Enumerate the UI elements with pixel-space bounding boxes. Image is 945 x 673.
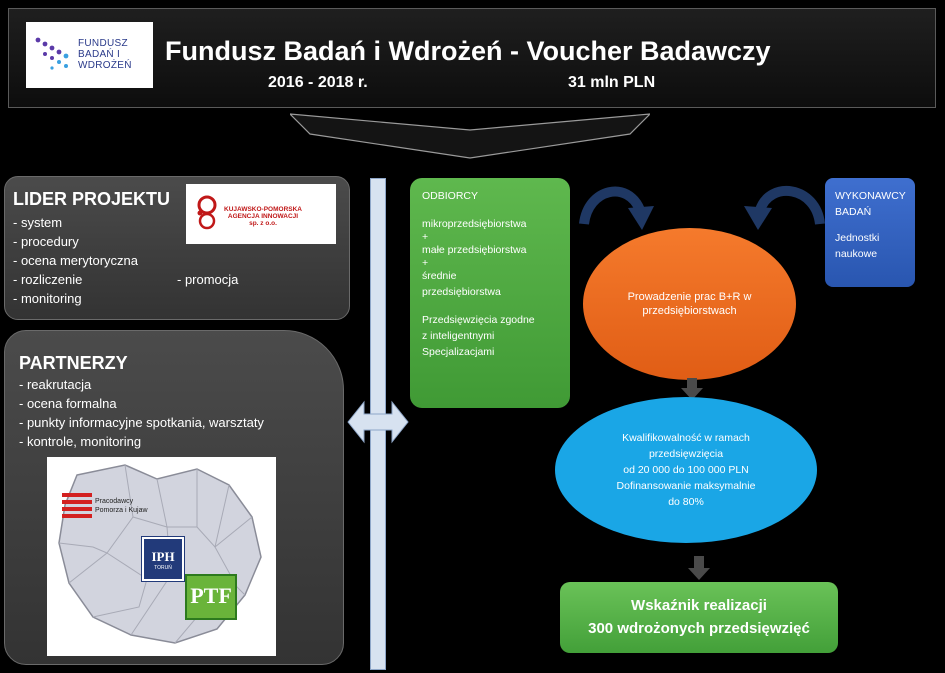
- pracodawcy-flag-icon: [62, 493, 92, 518]
- list-item: - monitoring: [13, 291, 82, 306]
- list-item: - punkty informacyjne spotkania, warszta…: [19, 415, 264, 430]
- indicator-line: 300 wdrożonych przedsięwzięć: [588, 620, 810, 637]
- odbiorcy-line: z inteligentnymi: [422, 330, 495, 342]
- wykonawcy-line: naukowe: [835, 248, 878, 260]
- double-arrow-icon: [347, 400, 409, 444]
- odbiorcy-line: małe przedsiębiorstwa: [422, 244, 527, 256]
- lider-list: - system - procedury - ocena merytoryczn…: [13, 213, 138, 308]
- kpai-logo: KUJAWSKO-POMORSKA AGENCJA INNOWACJI sp. …: [186, 184, 336, 244]
- fbw-logo-text: FUNDUSZ BADAŃ I WDROŻEŃ: [78, 38, 132, 71]
- process-text: Prowadzenie prac B+R w przedsiębiorstwac…: [627, 291, 752, 317]
- wykonawcy-title: BADAŃ: [835, 206, 872, 218]
- odbiorcy-title: ODBIORCY: [422, 190, 479, 202]
- list-item: - kontrole, monitoring: [19, 434, 142, 449]
- curved-arrow-right-icon: [579, 186, 654, 230]
- lider-title: LIDER PROJEKTU: [13, 189, 171, 209]
- list-item: - ocena merytoryczna: [13, 253, 138, 268]
- years-label: 2016 - 2018 r.: [268, 74, 368, 91]
- header-down-arrow-icon: [290, 113, 650, 159]
- wykonawcy-box: WYKONAWCY BADAŃ Jednostki naukowe: [825, 178, 915, 287]
- eligibility-line: przedsięwzięcia: [648, 448, 724, 460]
- down-arrow-icon: [688, 556, 710, 580]
- odbiorcy-line: Przedsięwzięcia zgodne: [422, 314, 535, 326]
- budget-label: 31 mln PLN: [568, 74, 656, 91]
- iph-logo-text: IPH: [151, 549, 175, 564]
- indicator-line: Wskaźnik realizacji: [631, 597, 767, 614]
- odbiorcy-line: +: [422, 257, 429, 269]
- odbiorcy-line: średnie: [422, 270, 457, 282]
- ptf-logo-text: PTF: [190, 583, 232, 608]
- fbw-logo: FUNDUSZ BADAŃ I WDROŻEŃ: [26, 22, 153, 88]
- odbiorcy-line: przedsiębiorstwa: [422, 286, 501, 298]
- odbiorcy-line: [422, 300, 558, 312]
- odbiorcy-box: ODBIORCY mikroprzedsiębiorstwa + małe pr…: [410, 178, 570, 408]
- list-item: - reakrutacja: [19, 377, 92, 392]
- dots-logo-icon: [35, 37, 69, 70]
- wykonawcy-title: WYKONAWCY: [835, 190, 906, 202]
- iph-logo: IPH TORUŃ: [141, 536, 185, 582]
- lider-extra-item: - promocja: [177, 272, 239, 287]
- curved-arrow-left-icon: [744, 186, 825, 230]
- partnerzy-title: PARTNERZY: [19, 353, 128, 373]
- iph-logo-sub: TORUŃ: [154, 565, 172, 571]
- pracodawcy-logo-text: Pracodawcy Pomorza i Kujaw: [95, 498, 148, 514]
- eligibility-line: Dofinansowanie maksymalnie: [616, 480, 756, 492]
- kpai-emblem-icon: [197, 195, 217, 230]
- odbiorcy-line: Specjalizacjami: [422, 346, 495, 358]
- eligibility-line: od 20 000 do 100 000 PLN: [623, 464, 749, 476]
- header-banner: [8, 8, 936, 108]
- process-ellipse: Prowadzenie prac B+R w przedsiębiorstwac…: [583, 228, 796, 380]
- list-item: - rozliczenie: [13, 272, 83, 287]
- eligibility-line: do 80%: [668, 496, 704, 508]
- odbiorcy-line: +: [422, 231, 429, 243]
- partnerzy-list: - reakrutacja - ocena formalna - punkty …: [19, 375, 264, 451]
- indicator-box: Wskaźnik realizacji 300 wdrożonych przed…: [560, 582, 838, 653]
- list-item: - procedury: [13, 234, 79, 249]
- region-map: Pracodawcy Pomorza i Kujaw IPH TORUŃ PTF: [47, 457, 276, 656]
- down-arrow-icon: [681, 378, 703, 400]
- ptf-logo: PTF: [185, 574, 237, 620]
- eligibility-ellipse: Kwalifikowalność w ramach przedsięwzięci…: [555, 397, 817, 543]
- list-item: - system: [13, 215, 63, 230]
- odbiorcy-line: mikroprzedsiębiorstwa: [422, 218, 527, 230]
- eligibility-line: Kwalifikowalność w ramach: [622, 432, 750, 444]
- page-title: Fundusz Badań i Wdrożeń - Voucher Badawc…: [165, 36, 771, 66]
- list-item: - ocena formalna: [19, 396, 117, 411]
- kpai-logo-text: KUJAWSKO-POMORSKA AGENCJA INNOWACJI sp. …: [224, 206, 303, 227]
- wykonawcy-line: Jednostki: [835, 232, 880, 244]
